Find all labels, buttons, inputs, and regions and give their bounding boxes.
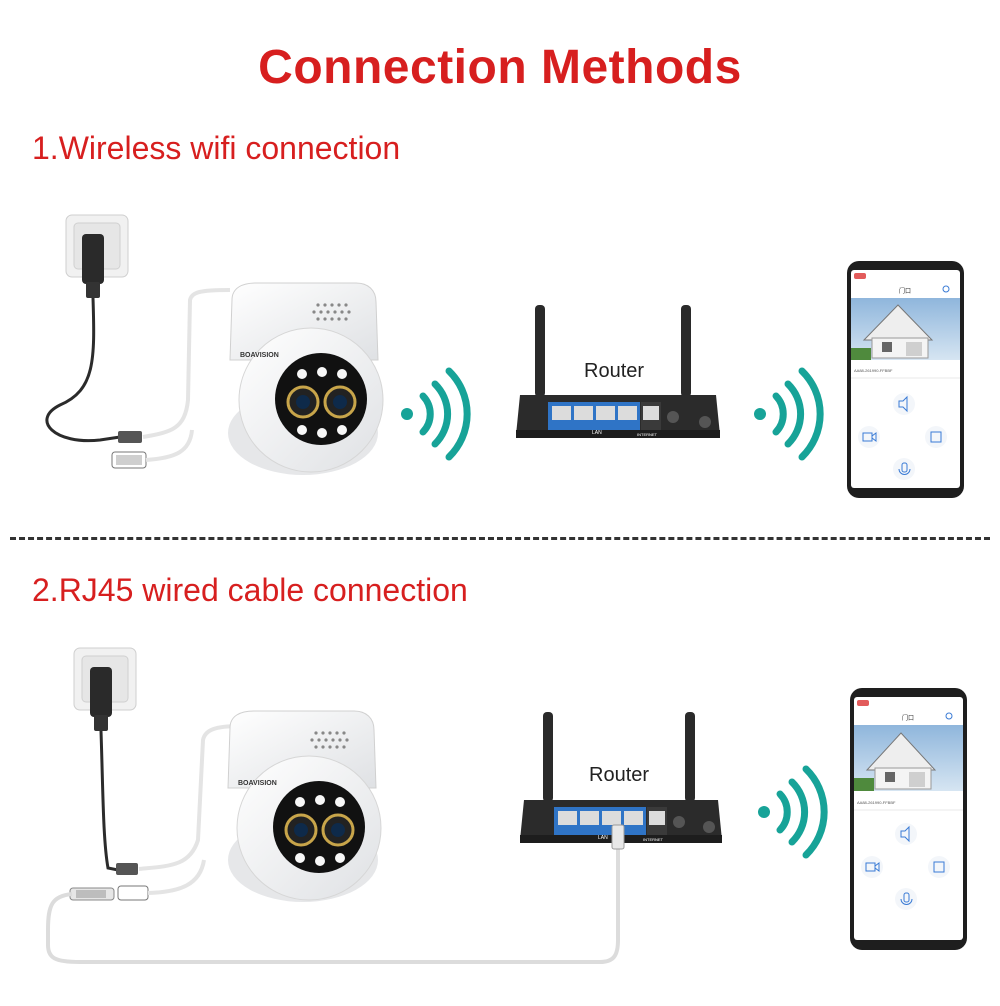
settings-icon xyxy=(942,285,950,293)
phone-device-id: AA88-261990-FFBBF xyxy=(857,800,896,805)
phone-device-id: AA88-261990-FFBBF xyxy=(854,368,893,373)
wifi-signal-icon xyxy=(758,765,828,859)
smartphone-icon: 门口 AA88-261990-FFBBF xyxy=(850,688,967,950)
router-lan-label: LAN xyxy=(598,835,608,841)
video-icon xyxy=(858,426,880,448)
album-icon xyxy=(928,856,950,878)
power-outlet-icon xyxy=(65,214,129,298)
router-icon: LAN INTERNET xyxy=(516,305,720,438)
ethernet-cable xyxy=(46,845,620,964)
camera-icon: BOAVISION xyxy=(227,710,382,902)
section-heading-wifi: 1.Wireless wifi connection xyxy=(32,130,401,166)
wifi-signal-icon xyxy=(754,367,824,461)
phone-app-title: 门口 xyxy=(899,287,911,295)
section-divider xyxy=(10,537,990,540)
microphone-icon xyxy=(895,888,917,910)
router-label-wired: Router xyxy=(589,764,650,786)
dc-connector xyxy=(111,431,147,469)
speaker-icon xyxy=(893,393,915,415)
camera-icon: BOAVISION xyxy=(228,282,384,475)
router-icon: LAN INTERNET xyxy=(520,712,722,850)
power-outlet-icon xyxy=(73,647,137,731)
phone-app-title: 门口 xyxy=(902,714,914,722)
video-icon xyxy=(861,856,883,878)
section-heading-rj45: 2.RJ45 wired cable connection xyxy=(32,572,468,608)
camera-brand: BOAVISION xyxy=(240,352,279,359)
microphone-icon xyxy=(893,458,915,480)
router-lan-label: LAN xyxy=(592,430,602,436)
adapter-cable xyxy=(45,297,121,443)
camera-cable xyxy=(142,288,231,462)
album-icon xyxy=(925,426,947,448)
settings-icon xyxy=(945,712,953,720)
router-internet-label: INTERNET xyxy=(643,837,664,842)
camera-cable xyxy=(138,724,241,895)
router-label-wifi: Router xyxy=(584,360,645,382)
wifi-signal-icon xyxy=(401,367,471,461)
speaker-icon xyxy=(895,823,917,845)
page-title: Connection Methods xyxy=(258,41,742,94)
camera-brand: BOAVISION xyxy=(238,780,277,787)
adapter-cable xyxy=(99,730,119,872)
router-internet-label: INTERNET xyxy=(637,432,658,437)
smartphone-icon: 门口 AA88-261990-FFBBF xyxy=(847,261,964,498)
